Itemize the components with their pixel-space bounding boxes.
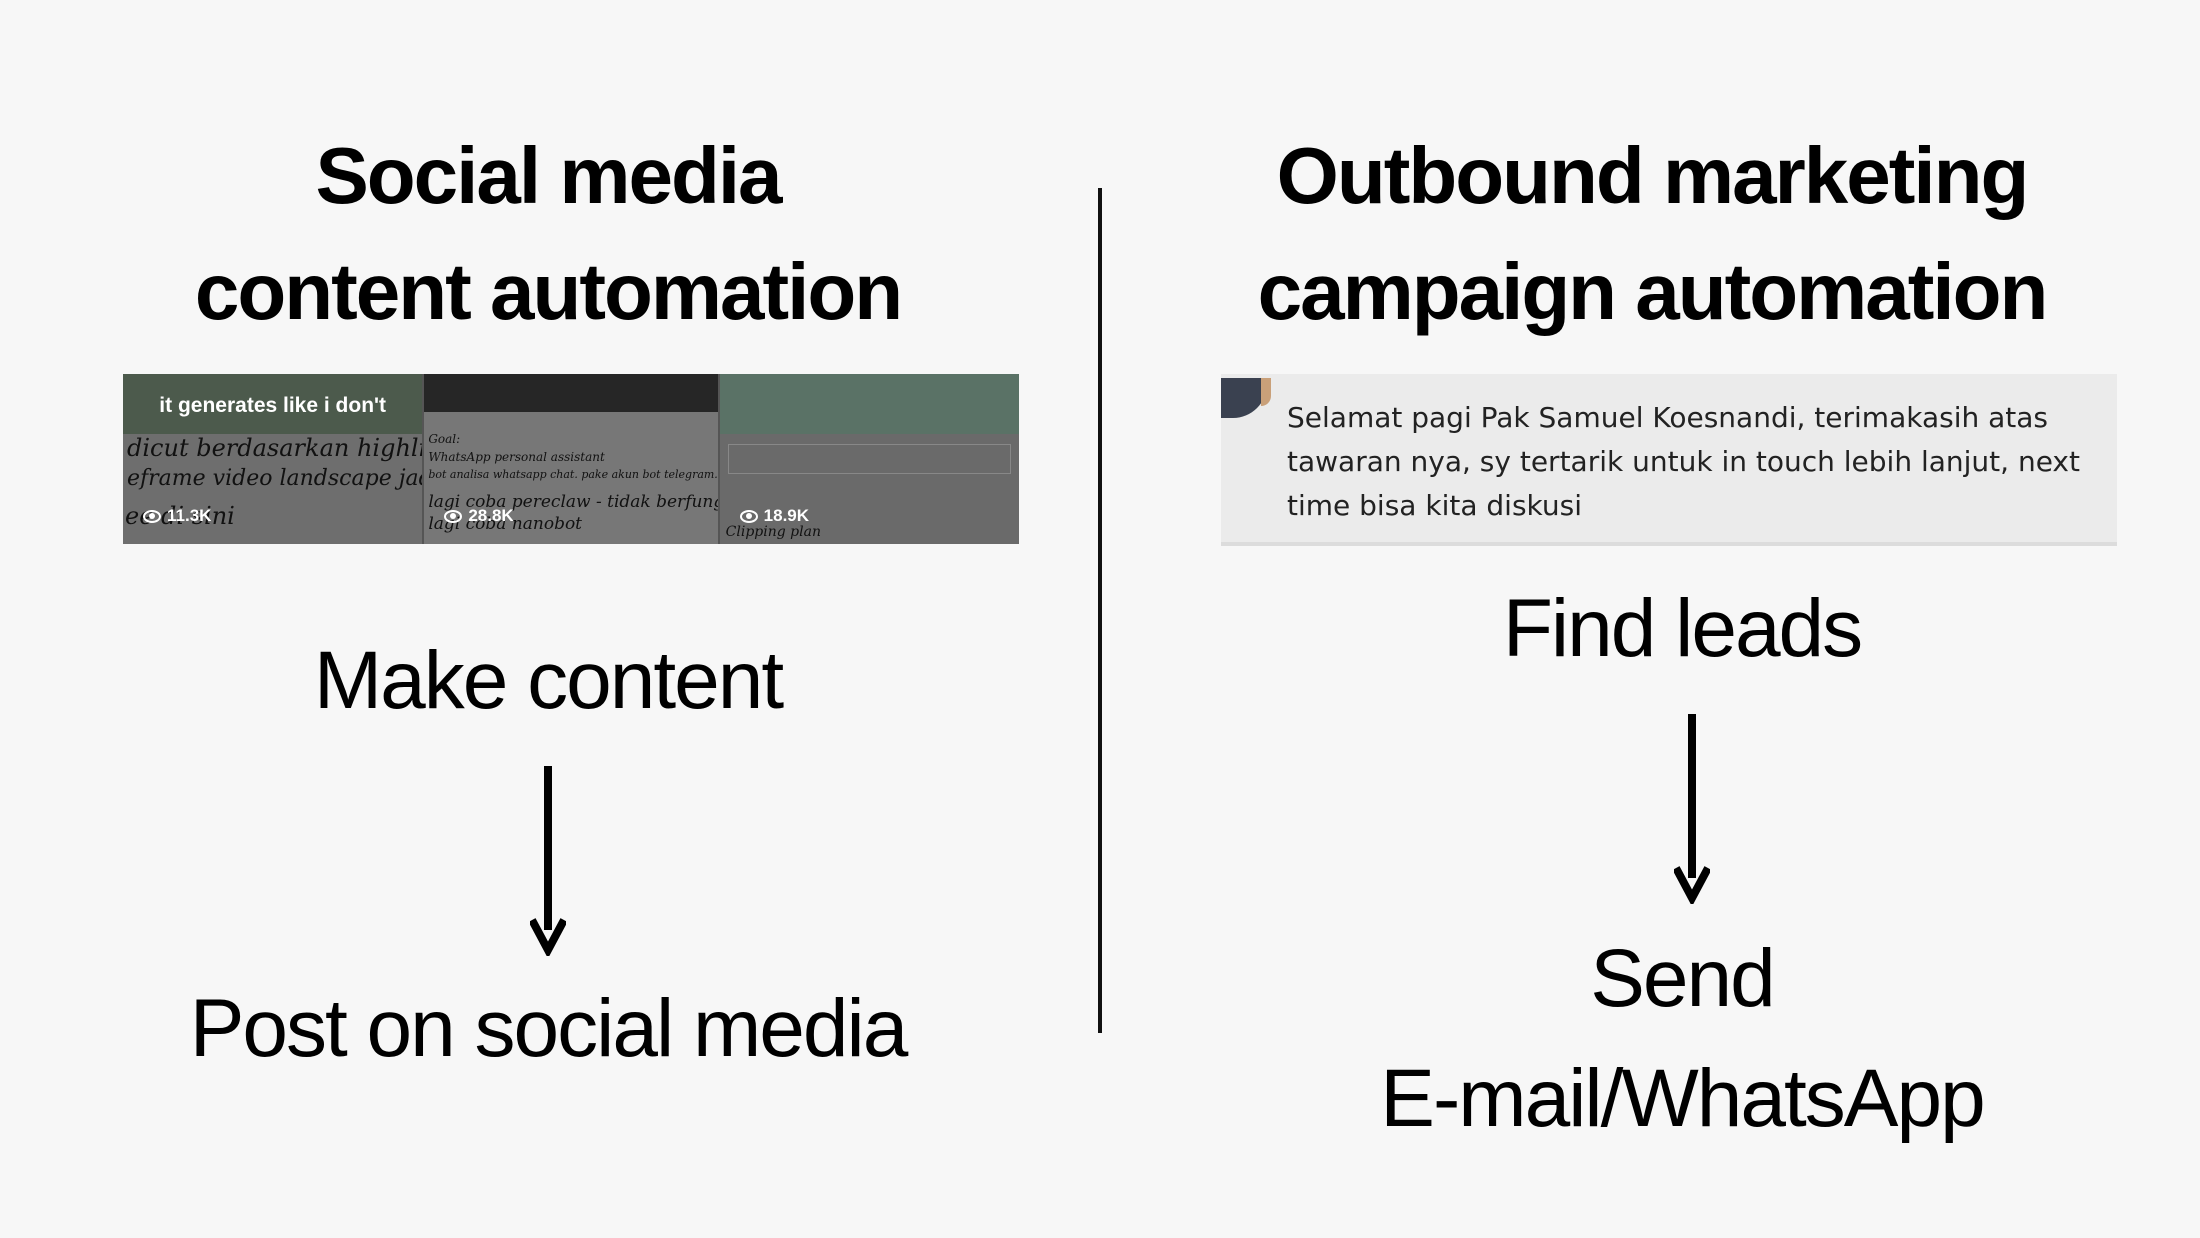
handwritten-note: Goal: [428, 432, 461, 446]
right-title-line2: campaign automation [1257, 247, 2049, 336]
outbound-marketing-column: Outbound marketing campaign automation S… [1104, 0, 2200, 1238]
step-send: Send [1590, 933, 1776, 1024]
left-title-line2: content automation [194, 247, 903, 336]
video-caption: it generates like i don't [159, 394, 387, 417]
arrow-down-icon [528, 766, 568, 956]
handwritten-note: Clipping plan [725, 524, 821, 540]
whiteboard-panel [727, 444, 1011, 474]
eye-icon [739, 509, 758, 523]
eye-icon [143, 509, 161, 523]
arrow-down-icon [1672, 714, 1712, 904]
video-thumbnail-strip: it generates like i don't dicut berdasar… [123, 374, 1019, 544]
step-make-content: Make content [313, 635, 784, 726]
view-count: 28.8K [444, 506, 514, 526]
video-thumbnail[interactable]: Clipping plan 18.9K [719, 374, 1019, 544]
video-thumbnail[interactable]: Goal: WhatsApp personal assistant bot an… [424, 374, 720, 544]
view-count: 18.9K [739, 506, 809, 526]
chat-message-text: Selamat pagi Pak Samuel Koesnandi, terim… [1287, 401, 2080, 522]
step-post-social: Post on social media [189, 983, 909, 1074]
video-thumbnail[interactable]: it generates like i don't dicut berdasar… [123, 374, 425, 544]
social-media-column: Social media content automation it gener… [0, 0, 1096, 1238]
handwritten-note: bot analisa whatsapp chat. pake akun bot… [428, 468, 718, 481]
right-title-line1: Outbound marketing [1276, 131, 2030, 220]
eye-icon [444, 509, 463, 523]
chat-message-bubble: Selamat pagi Pak Samuel Koesnandi, terim… [1221, 374, 2117, 546]
left-title-line1: Social media [315, 131, 782, 220]
handwritten-note: WhatsApp personal assistant [428, 450, 605, 464]
handwritten-note: lagi coba pereclaw - tidak berfungsi [428, 492, 720, 512]
view-count: 11.3K [143, 506, 211, 526]
handwritten-note: eframe video landscape jadi pot [127, 466, 422, 491]
avatar [1221, 378, 1271, 418]
handwritten-note: dicut berdasarkan highlight [127, 434, 422, 462]
handwritten-note: lagi coba nanobot [428, 514, 583, 534]
step-find-leads: Find leads [1502, 583, 1863, 674]
step-send-channels: E-mail/WhatsApp [1380, 1053, 1985, 1144]
column-divider [1098, 188, 1102, 1033]
